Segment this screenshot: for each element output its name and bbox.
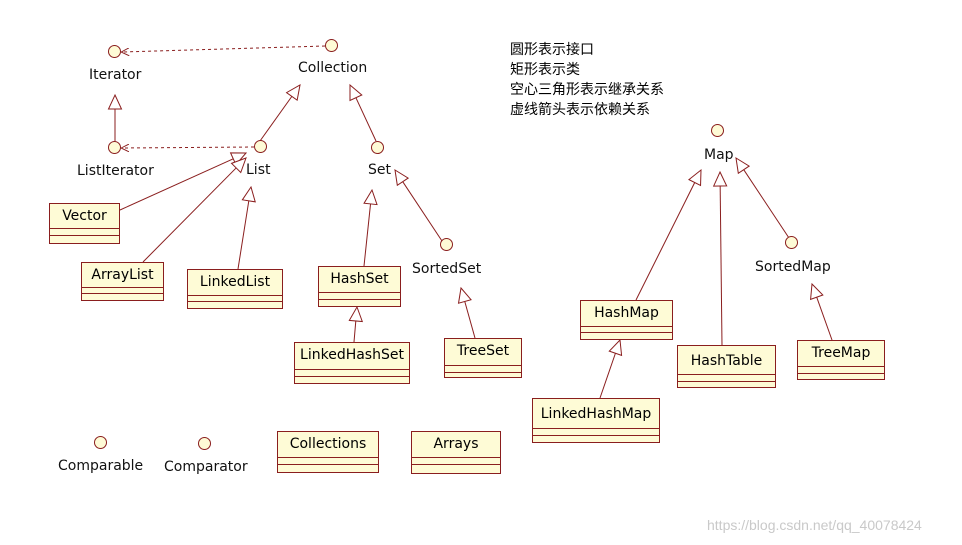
- collection-interface-icon: [325, 39, 338, 52]
- collections-class-box: Collections: [277, 431, 379, 473]
- tree-map-class-name: TreeMap: [811, 345, 871, 361]
- linked-hash-set-class-box: LinkedHashSet: [294, 342, 410, 384]
- inheritance-edges: [107, 83, 833, 399]
- linkedlist-implements-list-triangle: [241, 185, 256, 203]
- arrays-class-box: Arrays: [411, 431, 501, 474]
- tree-map-class-box: TreeMap: [797, 340, 885, 380]
- listiterator-extends-iterator-triangle: [107, 93, 123, 110]
- hashset-implements-set-triangle: [363, 188, 378, 206]
- linked-list-class-name: LinkedList: [199, 274, 271, 290]
- linkedhashmap-extends-hashmap-line: [599, 353, 616, 399]
- hash-map-class-box: HashMap: [580, 300, 673, 340]
- sorted-map-interface-icon: [785, 236, 798, 249]
- collection-label: Collection: [298, 60, 368, 76]
- legend-line-interface: 圆形表示接口: [510, 42, 594, 58]
- set-interface-icon: [371, 141, 384, 154]
- collection-to-iterator-dependency: [122, 45, 326, 52]
- hashtable-implements-map-line: [719, 185, 723, 346]
- sorted-map-label: SortedMap: [755, 259, 831, 275]
- map-label: Map: [704, 147, 734, 163]
- legend: 圆形表示接口 矩形表示类 空心三角形表示继承关系 虚线箭头表示依赖关系: [510, 40, 664, 120]
- hashmap-implements-map-line: [635, 182, 696, 301]
- list-extends-collection-line: [259, 96, 293, 142]
- comparable-interface-icon: [94, 436, 107, 449]
- set-label: Set: [368, 162, 391, 178]
- dependency-edges: [122, 45, 326, 148]
- linked-list-class-box: LinkedList: [187, 269, 283, 309]
- vector-implements-list-line: [119, 158, 234, 211]
- sorted-set-interface-icon: [440, 238, 453, 251]
- watermark: https://blog.csdn.net/qq_40078424: [707, 517, 922, 533]
- hash-set-class-box: HashSet: [318, 266, 401, 307]
- treemap-implements-sortedmap-line: [816, 297, 833, 341]
- comparator-label: Comparator: [164, 459, 248, 475]
- list-label: List: [246, 162, 271, 178]
- linkedhashset-extends-hashset-line: [353, 320, 357, 343]
- hashtable-implements-map-triangle: [712, 170, 728, 187]
- arrays-class-name: Arrays: [433, 436, 479, 452]
- sortedset-extends-set-line: [402, 181, 443, 242]
- set-extends-collection-line: [355, 97, 377, 142]
- iterator-label: Iterator: [89, 67, 142, 83]
- legend-line-class: 矩形表示类: [510, 62, 580, 78]
- linkedhashmap-extends-hashmap-triangle: [608, 338, 623, 357]
- treemap-implements-sortedmap-triangle: [810, 282, 824, 301]
- vector-implements-list-triangle: [229, 152, 248, 166]
- list-iterator-label: ListIterator: [77, 163, 154, 179]
- vector-class-box: Vector: [49, 203, 120, 244]
- comparator-interface-icon: [198, 437, 211, 450]
- linked-hash-map-class-name: LinkedHashMap: [540, 406, 652, 422]
- hashmap-implements-map-triangle: [688, 168, 702, 187]
- array-list-class-box: ArrayList: [81, 262, 164, 301]
- comparable-label: Comparable: [58, 458, 144, 474]
- list-to-listiterator-dependency: [122, 147, 255, 148]
- tree-set-class-name: TreeSet: [456, 343, 510, 359]
- set-extends-collection-triangle: [349, 83, 363, 102]
- arraylist-implements-list-line: [142, 167, 237, 263]
- tree-set-class-box: TreeSet: [444, 338, 522, 378]
- array-list-class-name: ArrayList: [91, 267, 154, 283]
- sortedmap-extends-map-line: [743, 169, 790, 239]
- treeset-implements-sortedset-line: [464, 301, 476, 339]
- list-interface-icon: [254, 140, 267, 153]
- sortedmap-extends-map-triangle: [735, 157, 751, 175]
- iterator-interface-icon: [108, 45, 121, 58]
- sortedset-extends-set-triangle: [394, 169, 410, 187]
- hash-table-class-name: HashTable: [690, 353, 763, 369]
- linked-hash-map-class-box: LinkedHashMap: [532, 398, 660, 443]
- treeset-implements-sortedset-triangle: [457, 286, 472, 304]
- list-iterator-interface-icon: [108, 141, 121, 154]
- sorted-set-label: SortedSet: [412, 261, 482, 277]
- legend-line-dependency: 虚线箭头表示依赖关系: [510, 102, 650, 118]
- hashset-implements-set-line: [363, 203, 372, 267]
- vector-class-name: Vector: [62, 208, 107, 224]
- linkedhashset-extends-hashset-triangle: [348, 305, 364, 323]
- hash-table-class-box: HashTable: [677, 345, 776, 388]
- linked-hash-set-class-name: LinkedHashSet: [300, 347, 404, 363]
- hash-map-class-name: HashMap: [594, 305, 659, 321]
- linkedlist-implements-list-line: [237, 200, 250, 270]
- collections-class-name: Collections: [289, 436, 367, 452]
- map-interface-icon: [711, 124, 724, 137]
- list-extends-collection-triangle: [285, 84, 301, 102]
- arraylist-implements-list-triangle: [230, 157, 247, 174]
- legend-line-inheritance: 空心三角形表示继承关系: [510, 82, 664, 98]
- hash-set-class-name: HashSet: [330, 271, 389, 287]
